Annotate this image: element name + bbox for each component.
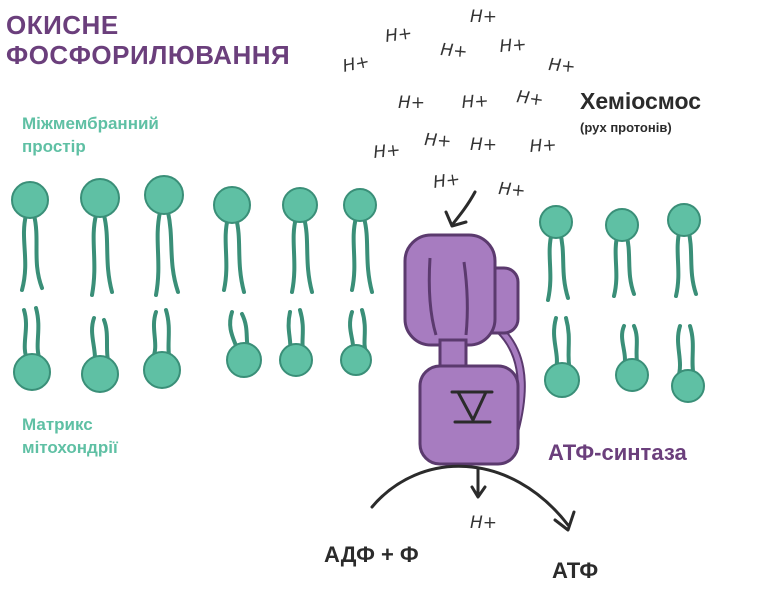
proton-symbol: H+ — [440, 40, 469, 62]
reaction-curve-arrow — [370, 464, 570, 527]
proton-symbol: H+ — [372, 140, 401, 163]
arrows — [370, 190, 576, 532]
chemiosmosis-sublabel: (рух протонів) — [580, 120, 672, 135]
intermembrane-line-1: Міжмембранний — [22, 114, 159, 133]
proton-entry-arrow — [450, 190, 477, 227]
proton-symbol: H+ — [499, 35, 528, 57]
proton-symbol: H+ — [384, 23, 414, 47]
synthase-base-symbol — [450, 390, 494, 424]
atp-synthase — [403, 233, 526, 466]
proton-symbol: H+ — [424, 130, 452, 152]
page-title: ОКИСНЕ ФОСФОРИЛЮВАННЯ — [6, 10, 290, 70]
chemiosmosis-label: Хеміосмос — [580, 88, 702, 114]
proton-symbol: H+ — [470, 135, 497, 155]
proton-symbol: H+ — [470, 513, 497, 533]
proton-symbol: H+ — [398, 93, 425, 113]
proton-symbol: H+ — [470, 7, 497, 27]
matrix-line-1: Матрикс — [22, 415, 93, 434]
synthase-head — [403, 233, 497, 347]
atp-label: АТФ — [552, 558, 599, 583]
intermembrane-line-2: простір — [22, 137, 86, 156]
reaction-arrowhead — [553, 510, 576, 532]
proton-symbol: H+ — [498, 179, 527, 201]
proton-symbol: H+ — [461, 91, 489, 113]
proton-symbol: H+ — [515, 87, 545, 111]
proton-exit-arrowhead — [470, 485, 487, 499]
matrix-line-2: мітохондрії — [22, 438, 118, 457]
proton-symbol: H+ — [529, 135, 557, 157]
title-line-1: ОКИСНЕ — [6, 10, 119, 40]
membrane-heads — [11, 175, 705, 403]
proton-symbol: H+ — [432, 169, 462, 193]
membrane-top-layer — [20, 210, 698, 302]
title-line-2: ФОСФОРИЛЮВАННЯ — [6, 40, 291, 70]
matrix-label: Матрикс мітохондрії — [22, 413, 118, 459]
atp-synthase-label: АТФ-синтаза — [548, 440, 687, 465]
synthase-head-ridge — [462, 261, 469, 336]
synthase-head-ridge — [427, 257, 438, 336]
proton-entry-arrowhead — [444, 210, 468, 228]
proton-cloud: H+H+H+H+H+H+H+H+H+H+H+H+H+H+H+H+ — [341, 7, 576, 533]
proton-symbol: H+ — [341, 52, 372, 77]
adp-phosphate-label: АДФ + Ф — [324, 542, 419, 567]
intermembrane-space-label: Міжмембранний простір — [22, 112, 159, 158]
proton-symbol: H+ — [548, 55, 577, 77]
